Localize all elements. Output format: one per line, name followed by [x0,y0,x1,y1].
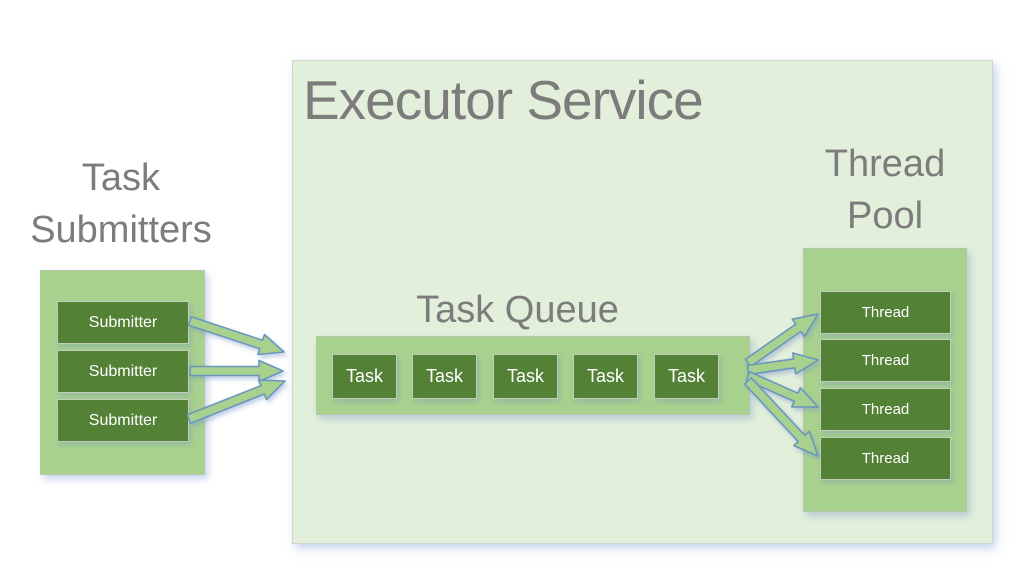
executor-service-title: Executor Service [303,69,704,131]
thread-box: Thread [820,291,951,334]
submitter-box: Submitter [57,301,189,344]
submitter-box: Submitter [57,399,189,442]
thread-pool-panel: Thread Thread Thread Thread [803,248,967,512]
task-queue-label: Task Queue [416,289,619,331]
task-queue-panel: Task Task Task Task Task [316,336,750,415]
task-box: Task [654,354,719,399]
task-submitters-panel: Submitter Submitter Submitter [40,270,205,475]
submitter-box: Submitter [57,350,189,393]
thread-pool-label: Thread Pool [824,143,946,238]
task-submitters-label: Task Submitters [30,157,212,252]
task-box: Task [412,354,477,399]
task-box: Task [493,354,558,399]
thread-box: Thread [820,388,951,431]
task-box: Task [332,354,397,399]
task-box: Task [573,354,638,399]
thread-box: Thread [820,437,951,480]
thread-box: Thread [820,339,951,382]
